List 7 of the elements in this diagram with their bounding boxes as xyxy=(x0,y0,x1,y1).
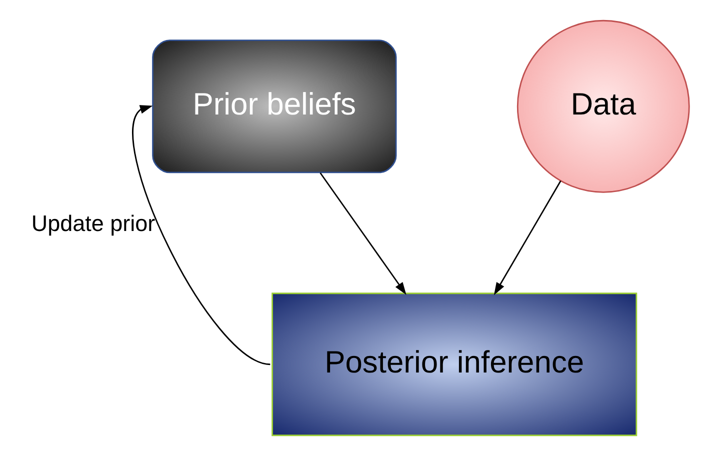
node-circle: Data xyxy=(516,19,690,192)
arrow xyxy=(494,180,562,295)
edge-label: Update prior xyxy=(31,210,156,236)
node-box: Prior beliefs xyxy=(152,39,397,173)
node-box: Posterior inference xyxy=(272,292,638,436)
arrow xyxy=(132,104,270,365)
arrow xyxy=(320,172,406,294)
